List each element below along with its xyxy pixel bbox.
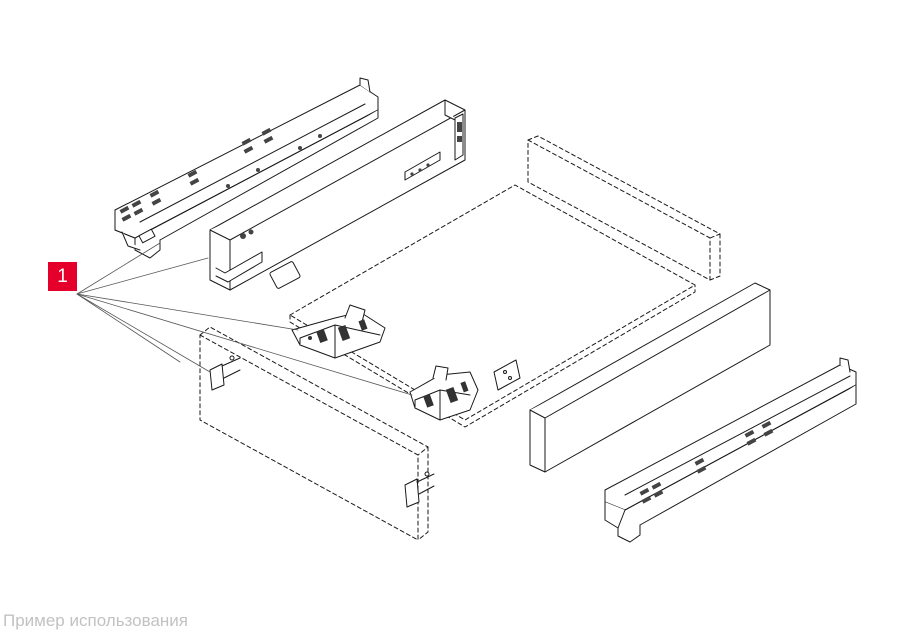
callout-marker [48, 262, 77, 291]
front-fixing-bracket-right-detail [423, 381, 469, 408]
left-runner [114, 77, 379, 259]
usage-caption: Пример использования [3, 611, 188, 630]
front-fitting-right [404, 471, 435, 508]
left-side-panel [209, 99, 466, 291]
right-side-panel [529, 282, 771, 473]
back-panel-dashed [527, 135, 721, 281]
callout-number: 1 [57, 266, 68, 287]
right-runner [604, 357, 857, 543]
front-fixing-bracket-right [409, 365, 479, 421]
drawer-bottom-dashed [289, 184, 696, 428]
left-runner-slots [119, 127, 322, 222]
left-side-panel-details [240, 122, 462, 239]
front-fitting-left [209, 355, 241, 391]
callout-leader-lines [76, 242, 413, 396]
front-fixing-bracket-left [291, 304, 386, 359]
right-runner-slots [639, 420, 774, 504]
front-fixing-bracket-left-detail [308, 319, 368, 344]
rear-clip [493, 359, 521, 391]
